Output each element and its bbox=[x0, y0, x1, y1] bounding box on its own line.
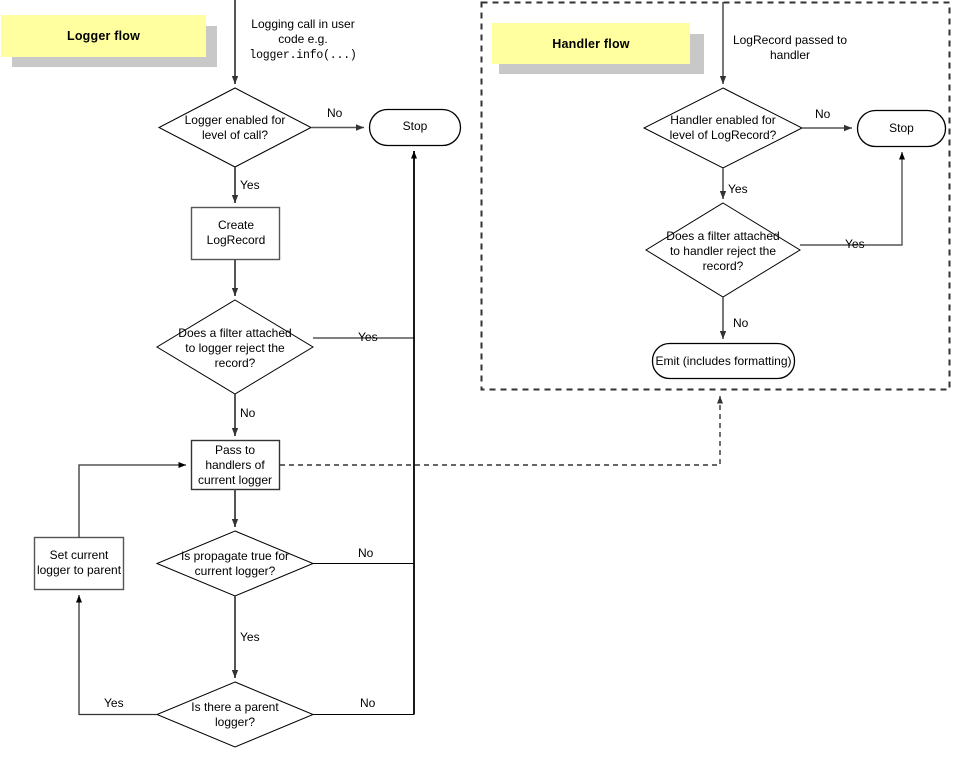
edge-label-handler-enabled-yes: Yes bbox=[728, 182, 748, 196]
logger-filter-line2: to logger reject the bbox=[185, 340, 285, 355]
is-propagate-line1: Is propagate true for bbox=[180, 549, 290, 563]
handler-flow-note-label: Handler flow bbox=[552, 36, 630, 51]
node-handler-filter-label: Does a filter attached to handler reject… bbox=[644, 228, 802, 274]
create-logrecord-line1: Create bbox=[217, 218, 255, 232]
edge-set-parent-to-pass bbox=[78, 462, 186, 538]
handler-filter-line3: record? bbox=[702, 258, 744, 273]
has-parent-line2: logger? bbox=[214, 715, 256, 729]
has-parent-line1: Is there a parent bbox=[191, 700, 279, 714]
is-propagate-line2: current logger? bbox=[194, 564, 276, 578]
handler-enabled-line1: Handler enabled for bbox=[670, 113, 776, 127]
pass-to-handlers-line2: handlers of bbox=[205, 457, 265, 472]
edge-label-logger-enabled-no: No bbox=[327, 106, 343, 120]
logger-enabled-line2: level of call? bbox=[201, 128, 269, 142]
node-create-logrecord-label: Create LogRecord bbox=[192, 217, 280, 249]
edge-label-has-parent-no: No bbox=[360, 696, 376, 710]
handler-filter-line1: Does a filter attached bbox=[666, 228, 780, 243]
logger-flow-note: Logger flow bbox=[1, 15, 206, 57]
node-handler-stop-label: Stop bbox=[858, 119, 945, 137]
start-caption-line1: Logging call in user bbox=[251, 17, 355, 31]
pass-to-handlers-line1: Pass to bbox=[214, 442, 256, 457]
start-caption-line2: code bbox=[278, 32, 305, 46]
node-has-parent-label: Is there a parent logger? bbox=[157, 699, 313, 731]
edge-label-logger-filter-no: No bbox=[240, 406, 256, 420]
edge-label-handler-filter-no: No bbox=[733, 316, 749, 330]
logger-filter-line3: record? bbox=[214, 355, 256, 370]
handler-stop-line1: Stop bbox=[889, 120, 914, 135]
create-logrecord-line2: LogRecord bbox=[206, 233, 266, 247]
node-logger-stop-label: Stop bbox=[370, 117, 460, 135]
handler-flow-start-caption: LogRecord passed to handler bbox=[728, 33, 852, 63]
edge-label-is-propagate-no: No bbox=[358, 546, 374, 560]
node-emit-label: Emit (includes formatting) bbox=[653, 352, 794, 370]
node-is-propagate-label: Is propagate true for current logger? bbox=[157, 548, 313, 580]
handler-start-caption-line1: LogRecord passed to bbox=[732, 33, 848, 47]
logger-flow-note-label: Logger flow bbox=[66, 29, 141, 43]
edge-pass-to-handler-flow bbox=[280, 396, 723, 466]
edge-label-handler-filter-yes: Yes bbox=[845, 237, 865, 251]
set-parent-line2: logger to parent bbox=[36, 563, 122, 577]
edge-label-is-propagate-yes: Yes bbox=[240, 630, 260, 644]
pass-to-handlers-line3: current logger bbox=[197, 472, 273, 487]
handler-enabled-line2: level of LogRecord? bbox=[669, 128, 777, 142]
emit-line1: Emit (includes formatting) bbox=[655, 353, 792, 368]
logger-stop-line1: Stop bbox=[402, 118, 428, 133]
logger-filter-line1: Does a filter attached bbox=[178, 325, 292, 340]
edge-label-logger-filter-yes: Yes bbox=[358, 330, 378, 344]
edge-label-handler-enabled-no: No bbox=[815, 107, 831, 121]
logger-enabled-line1: Logger enabled for bbox=[184, 113, 286, 127]
edge-handler-filter-yes bbox=[800, 152, 905, 246]
handler-flow-note: Handler flow bbox=[492, 23, 690, 64]
node-logger-filter-label: Does a filter attached to logger reject … bbox=[155, 325, 315, 371]
node-pass-to-handlers-label: Pass to handlers of current logger bbox=[190, 442, 280, 488]
edge-label-has-parent-yes: Yes bbox=[104, 696, 124, 710]
edge-label-logger-enabled-yes: Yes bbox=[240, 178, 260, 192]
handler-start-caption-line2: handler bbox=[769, 48, 811, 62]
start-caption-code: logger.info(...) bbox=[249, 49, 357, 62]
node-set-parent-label: Set current logger to parent bbox=[30, 547, 128, 579]
set-parent-line1: Set current bbox=[49, 548, 109, 562]
logger-flow-start-caption: Logging call in user code e.g. logger.in… bbox=[243, 17, 363, 63]
node-handler-enabled-label: Handler enabled for level of LogRecord? bbox=[645, 112, 801, 144]
handler-filter-line2: to handler reject the bbox=[669, 243, 777, 258]
start-caption-line3: e.g. bbox=[307, 32, 328, 46]
node-logger-enabled-label: Logger enabled for level of call? bbox=[160, 112, 310, 144]
